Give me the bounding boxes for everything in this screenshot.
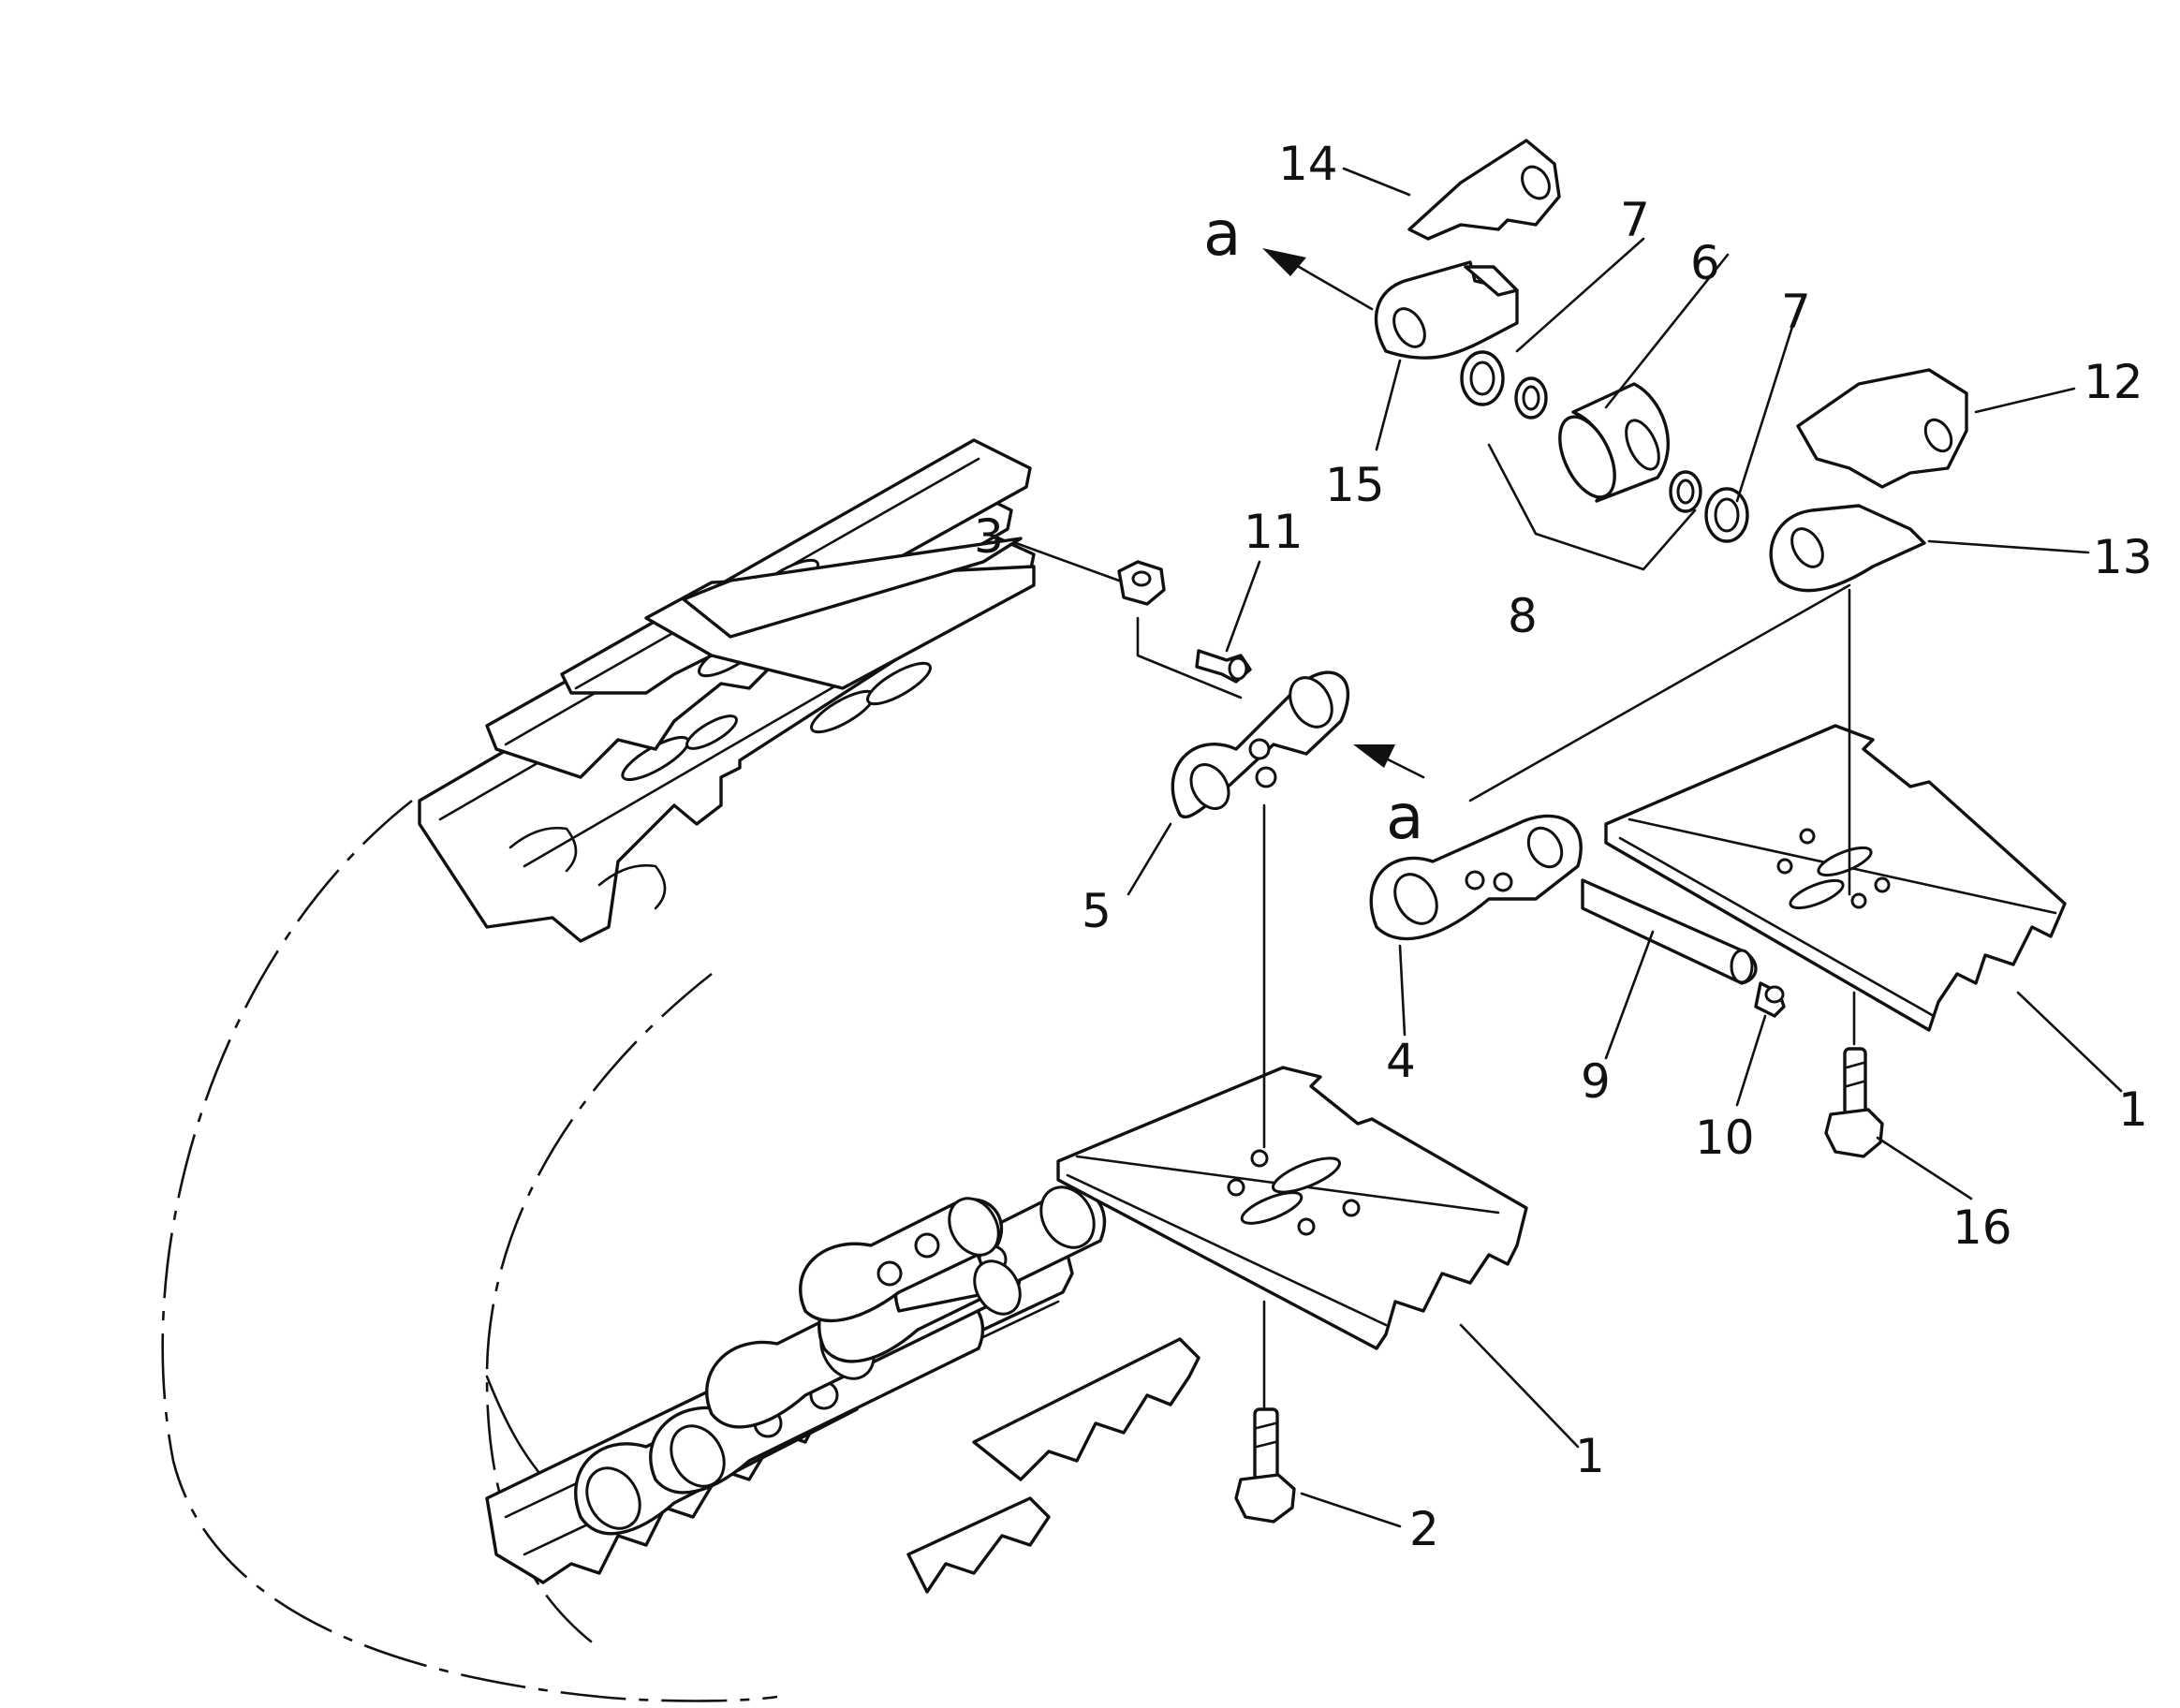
view-ref-a-mid: a	[1386, 781, 1423, 853]
callout-10: 10	[1695, 1111, 1755, 1165]
track-shoe-center	[1056, 1066, 1528, 1350]
bushing-6	[1558, 382, 1670, 503]
callout-12: 12	[2084, 355, 2143, 409]
callout-8: 8	[1508, 589, 1538, 643]
lower-chain-assembly	[485, 1185, 1200, 1594]
callout-1-center: 1	[1575, 1429, 1605, 1483]
pin-9	[1581, 878, 1758, 985]
callout-4: 4	[1386, 1034, 1416, 1088]
callout-16: 16	[1952, 1200, 2012, 1255]
view-arrow-a-mid	[1353, 744, 1425, 779]
callout-11: 11	[1244, 505, 1304, 559]
callout-14: 14	[1278, 137, 1338, 191]
callout-2: 2	[1409, 1502, 1439, 1556]
callout-1-right: 1	[2118, 1082, 2148, 1137]
seal-7-left	[1460, 350, 1505, 406]
bolt-16	[1824, 1047, 1884, 1158]
callout-13: 13	[2093, 530, 2153, 584]
master-link-14	[1407, 139, 1561, 241]
master-link-12	[1796, 368, 1968, 489]
callout-15: 15	[1325, 458, 1385, 512]
nut-3	[1117, 560, 1166, 606]
bolt-2	[1234, 1407, 1296, 1524]
track-link-5	[1171, 670, 1350, 819]
view-ref-a-top: a	[1203, 198, 1241, 270]
spacer-8-right	[1669, 470, 1702, 513]
callout-5: 5	[1082, 884, 1112, 938]
track-shoe-right	[1604, 724, 2067, 1032]
pin-10	[1754, 981, 1786, 1018]
leader-lines	[1014, 167, 2123, 1528]
callout-7-left: 7	[1620, 193, 1650, 247]
callout-7-right: 7	[1781, 285, 1811, 339]
track-loop-outline	[161, 799, 778, 1702]
spacer-8-left	[1514, 376, 1548, 420]
callout-9: 9	[1581, 1054, 1611, 1109]
master-link-13	[1769, 504, 1926, 593]
track-link-4	[1369, 814, 1583, 941]
pin-11	[1195, 649, 1252, 684]
master-link-15	[1374, 260, 1519, 360]
callout-3: 3	[974, 509, 1004, 564]
seal-7-right	[1704, 487, 1749, 543]
upper-track-shoes	[418, 438, 1036, 943]
view-arrow-a-top	[1262, 248, 1374, 311]
alignment-lines	[1136, 583, 1856, 1411]
callout-6: 6	[1690, 236, 1720, 290]
